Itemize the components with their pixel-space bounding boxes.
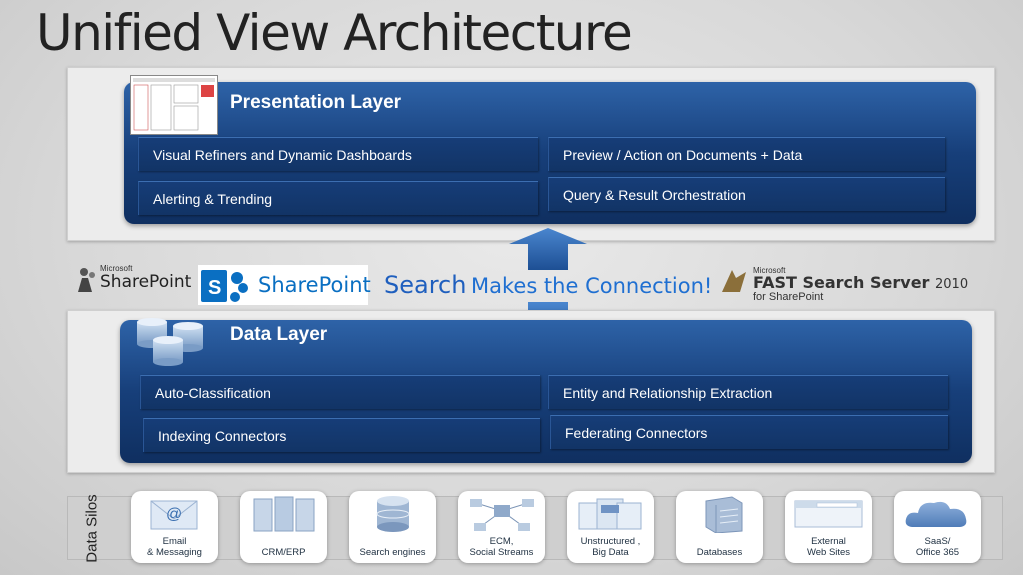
sharepoint-text: SharePoint	[258, 273, 371, 297]
silo-unstructured-label: Unstructured , Big Data	[580, 536, 641, 558]
network-icon	[470, 499, 534, 531]
database-stack-icon	[137, 318, 203, 366]
silo-databases: Databases	[676, 491, 763, 563]
presentation-cell-alerting: Alerting & Trending	[138, 181, 538, 215]
cloud-icon	[905, 501, 967, 527]
sharepoint-s-icon: S	[201, 270, 248, 302]
fast-product-year: 2010	[935, 277, 969, 292]
data-cell-federating-connectors: Federating Connectors	[550, 415, 948, 449]
svg-text:S: S	[208, 277, 221, 299]
arrow-up-icon	[509, 228, 587, 270]
connection-tagline: Makes the Connection!	[471, 274, 713, 298]
fast-product-name: FAST Search Server	[753, 273, 930, 292]
data-layer-title: Data Layer	[230, 324, 328, 345]
data-cell-entity-extraction: Entity and Relationship Extraction	[548, 375, 948, 409]
silo-databases-label: Databases	[696, 547, 743, 558]
silo-search-engines: Search engines	[349, 491, 436, 563]
silo-external-web: External Web Sites	[785, 491, 872, 563]
page-title: Unified View Architecture	[36, 4, 633, 62]
silo-saas-office365-label: SaaS/ Office 365	[915, 536, 960, 558]
database-box-icon	[705, 496, 743, 533]
silo-unstructured: Unstructured , Big Data	[567, 491, 654, 563]
silo-search-engines-label: Search engines	[359, 547, 426, 558]
data-cell-auto-classification: Auto-Classification	[140, 375, 540, 409]
presentation-layer-title: Presentation Layer	[230, 92, 402, 113]
data-silos-label: Data Silos	[83, 493, 101, 563]
email-icon: @	[150, 500, 198, 530]
dashboard-thumbnail-icon	[130, 75, 218, 135]
presentation-cell-preview-action: Preview / Action on Documents + Data	[548, 137, 945, 171]
documents-icon	[578, 498, 642, 530]
sharepoint-people-icon	[78, 268, 95, 292]
fast-search-icon	[722, 270, 746, 292]
data-cell-indexing-connectors: Indexing Connectors	[143, 418, 540, 452]
silo-ecm-social: ECM, Social Streams	[458, 491, 545, 563]
silo-crm-erp: CRM/ERP	[240, 491, 327, 563]
sharepoint-legacy-text: SharePoint	[100, 272, 192, 292]
fast-search-logo: Microsoft FAST Search Server 2010 for Sh…	[720, 266, 968, 306]
microsoft-label: Microsoft	[100, 264, 133, 273]
fast-product-subtitle: for SharePoint	[753, 291, 824, 303]
silo-email-label: Email & Messaging	[147, 536, 202, 558]
silo-saas-office365: SaaS/ Office 365	[894, 491, 981, 563]
presentation-cell-query-orchestration: Query & Result Orchestration	[548, 177, 945, 211]
sharepoint-logo: S SharePoint	[198, 265, 371, 305]
silo-ecm-social-label: ECM, Social Streams	[469, 536, 534, 558]
svg-text:@: @	[166, 506, 182, 523]
sharepoint-legacy-logo: Microsoft SharePoint	[76, 264, 191, 296]
server-rack-icon	[253, 496, 315, 532]
browser-icon	[794, 500, 863, 528]
silo-crm-erp-label: CRM/ERP	[261, 547, 306, 558]
presentation-cell-visual-refiners: Visual Refiners and Dynamic Dashboards	[138, 137, 538, 171]
database-icon	[376, 496, 410, 532]
search-word: Search	[384, 271, 467, 299]
fast-microsoft-label: Microsoft	[753, 266, 786, 275]
silo-external-web-label: External Web Sites	[806, 536, 851, 558]
silo-email: @ Email & Messaging	[131, 491, 218, 563]
